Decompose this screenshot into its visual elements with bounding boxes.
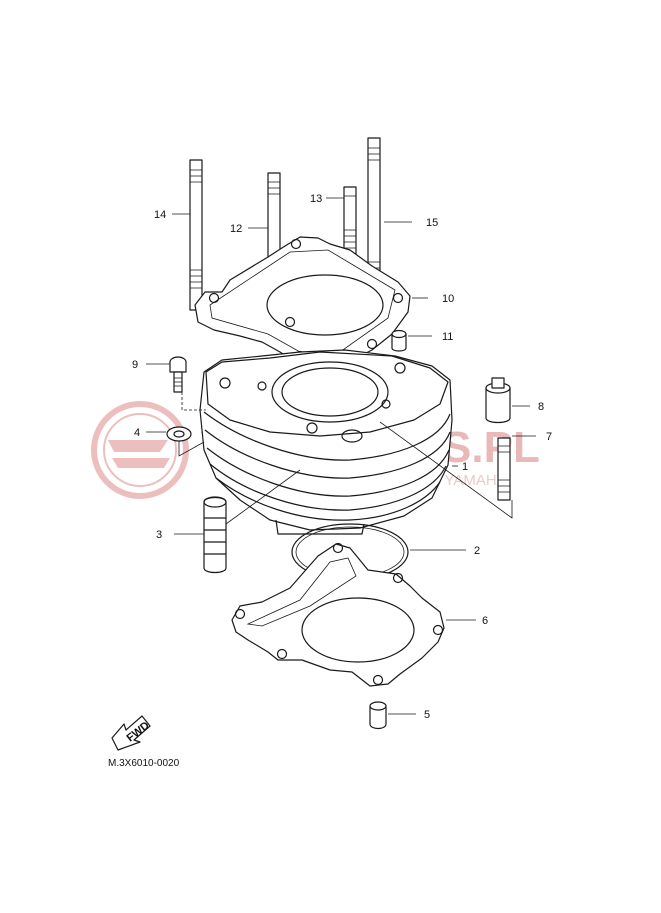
leader-lines <box>146 197 536 715</box>
callout-11: 11 <box>442 331 453 343</box>
stud-13 <box>343 186 357 263</box>
callout-12: 12 <box>230 223 242 235</box>
callout-2: 2 <box>474 545 480 557</box>
callout-7: 7 <box>546 431 552 443</box>
bolt-9 <box>169 356 187 393</box>
callout-9: 9 <box>132 359 138 371</box>
washer-4 <box>166 426 192 442</box>
callout-15: 15 <box>426 217 438 229</box>
stud-14 <box>189 159 203 311</box>
dowel-11 <box>391 329 407 352</box>
head-gasket <box>194 236 411 369</box>
diagram-code: M.3X6010-0020 <box>108 758 180 769</box>
dowel-pin-3 <box>203 496 227 574</box>
fwd-arrow-icon: FWD <box>111 715 152 751</box>
callout-13: 13 <box>310 193 322 205</box>
callout-3: 3 <box>156 529 162 541</box>
watermark-logo <box>91 401 189 499</box>
callout-8: 8 <box>538 401 544 413</box>
callout-10: 10 <box>442 293 454 305</box>
pin-8 <box>485 377 511 424</box>
callout-5: 5 <box>424 709 430 721</box>
callout-labels: 1 2 3 4 5 6 7 8 9 10 11 12 13 14 15 <box>132 193 552 721</box>
callout-4: 4 <box>134 427 140 439</box>
dowel-5 <box>369 701 387 730</box>
callout-6: 6 <box>482 615 488 627</box>
stud-7 <box>497 437 511 501</box>
base-gasket <box>231 542 445 687</box>
cylinder-block <box>199 349 453 535</box>
callout-14: 14 <box>154 209 166 221</box>
callout-1: 1 <box>462 461 468 473</box>
